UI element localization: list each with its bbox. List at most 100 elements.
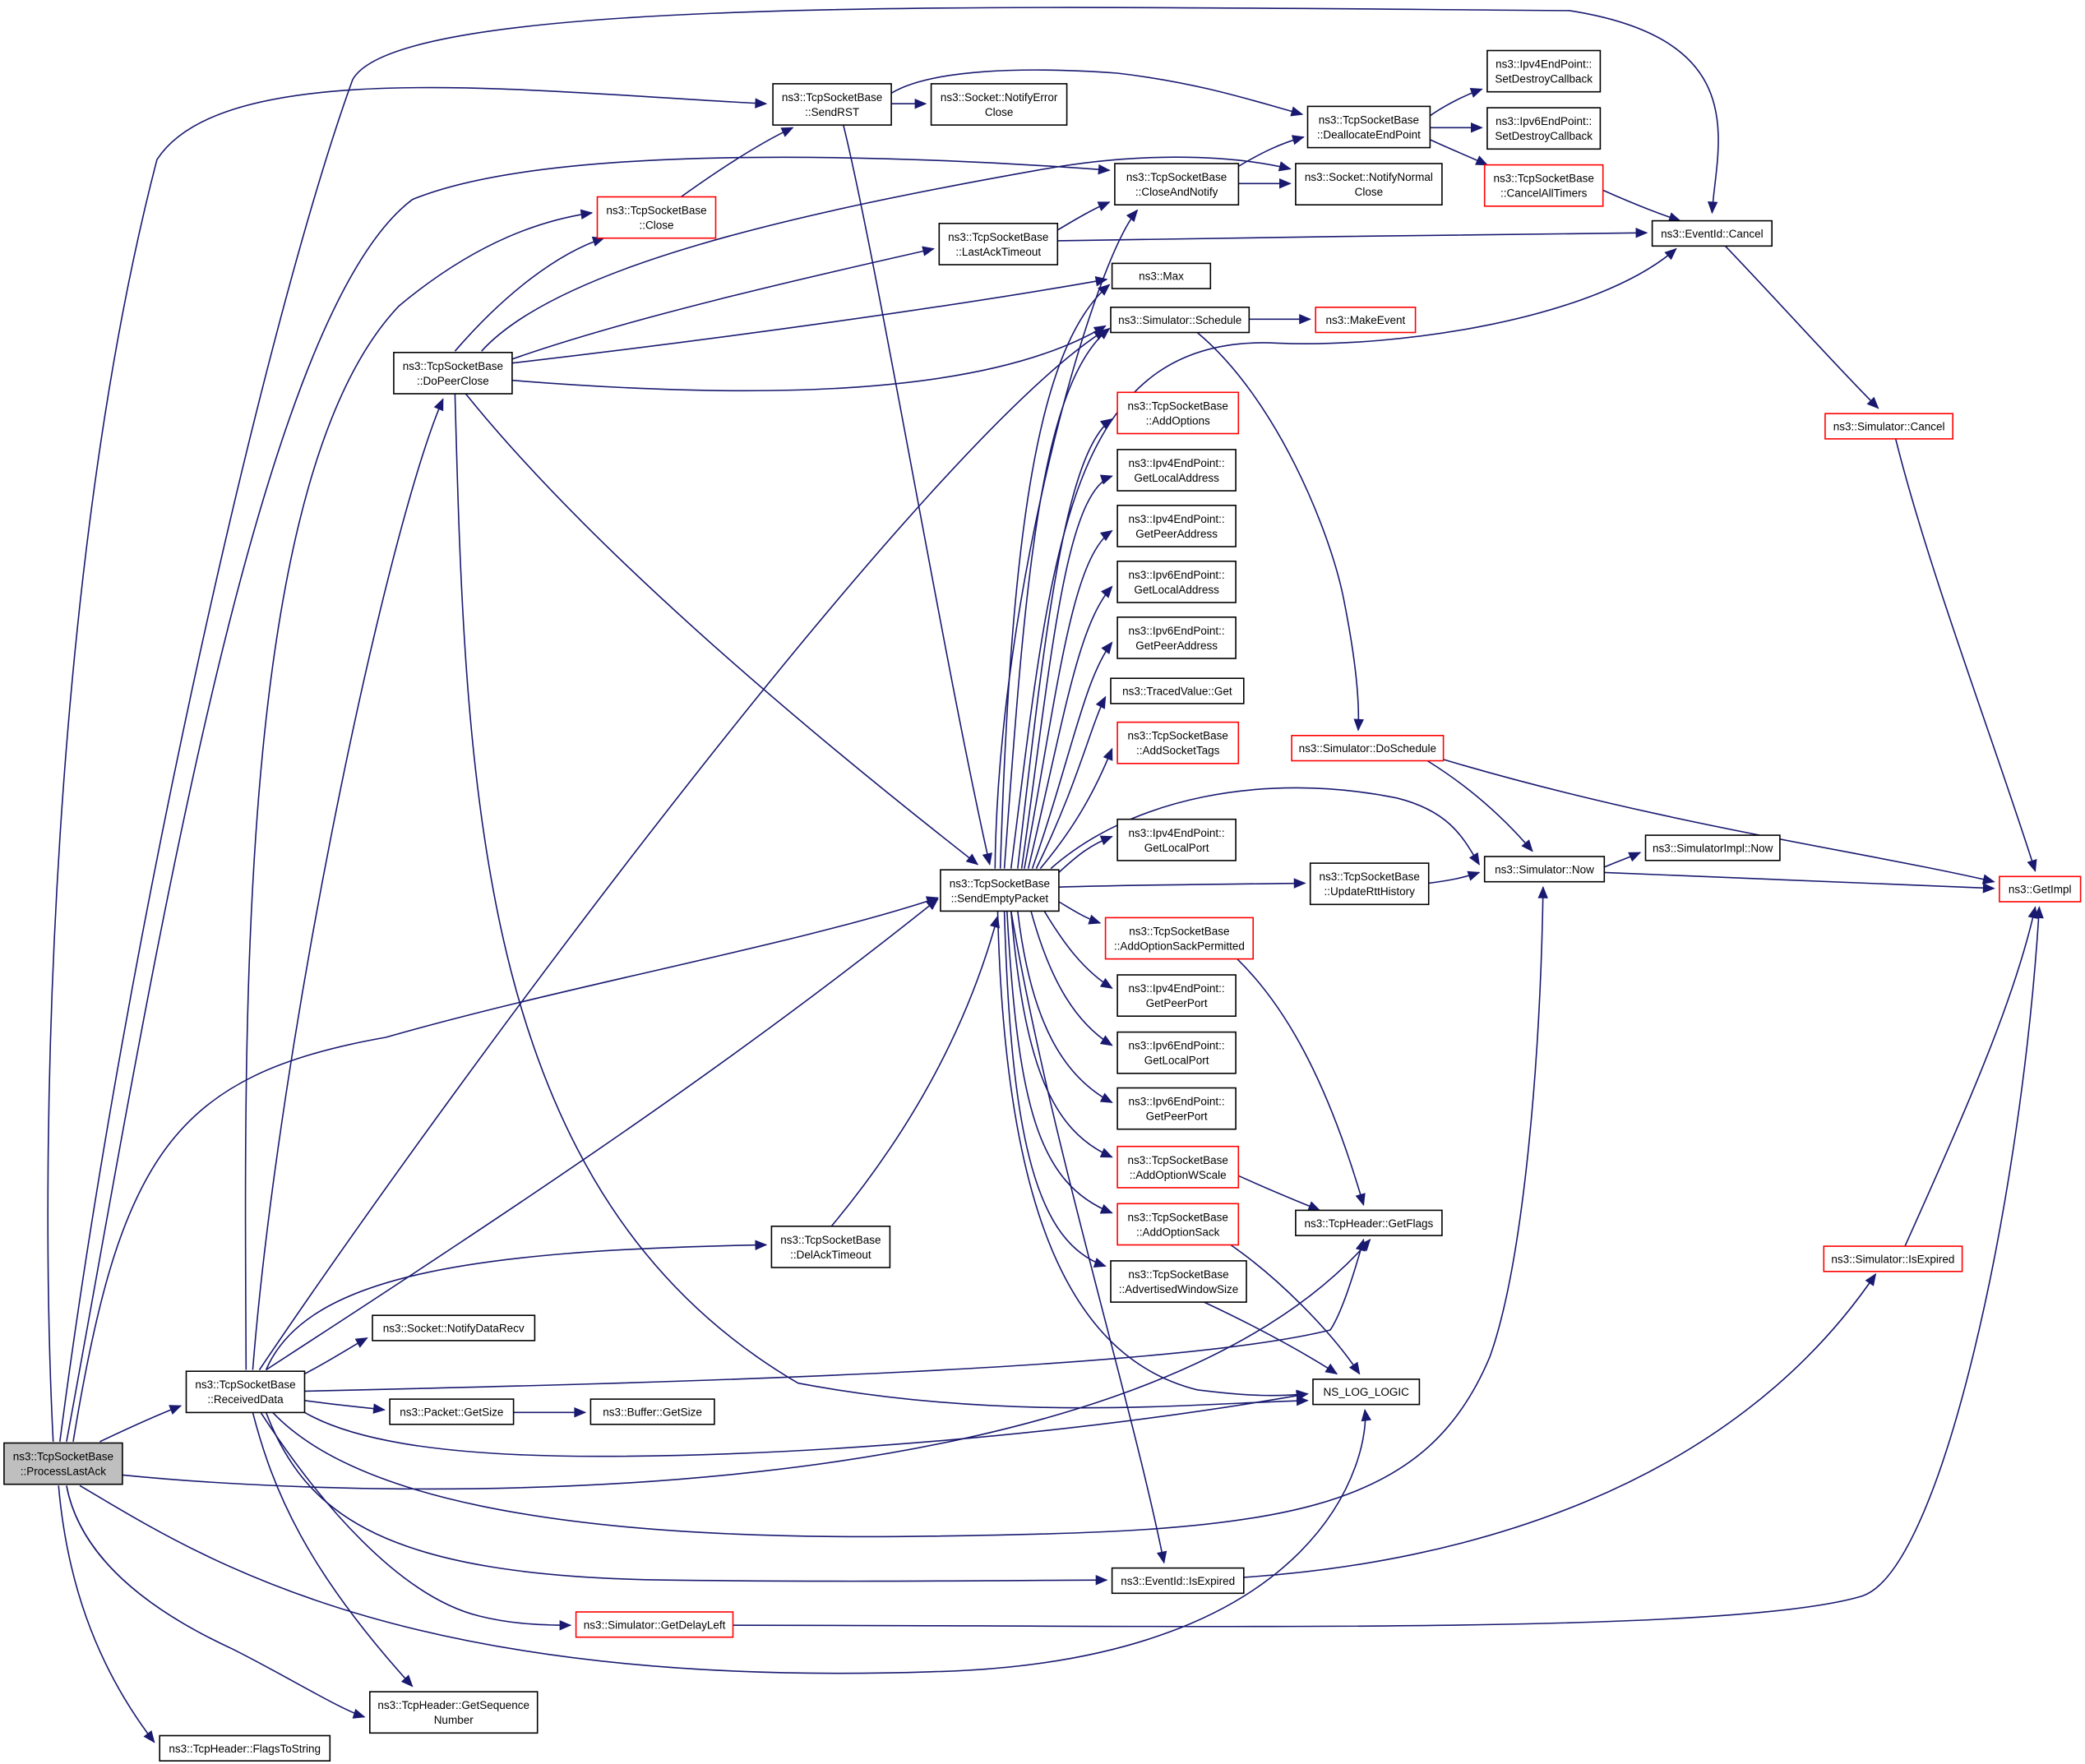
- edge-line: [511, 325, 1107, 392]
- edge-line: [1006, 911, 1112, 1214]
- node-add-option-sack-permitted[interactable]: ns3::TcpSocketBase::AddOptionSackPermitt…: [1104, 917, 1254, 960]
- edge-send_empty_packet-to-ipv4_get_local_port: [1058, 835, 1113, 873]
- edge-line: [244, 212, 593, 1370]
- node-del-ack-timeout[interactable]: ns3::TcpSocketBase::DelAckTimeout: [770, 1226, 891, 1268]
- edge-deallocate_endpoint-to-ipv6_set_destroy_cb: [1430, 122, 1483, 133]
- node-ipv4-get-peer-port[interactable]: ns3::Ipv4EndPoint::GetPeerPort: [1116, 974, 1237, 1018]
- node-send-rst[interactable]: ns3::TcpSocketBase::SendRST: [772, 83, 892, 126]
- node-ipv6-get-peer-address[interactable]: ns3::Ipv6EndPoint::GetPeerAddress: [1116, 616, 1237, 659]
- node-simulator-do-schedule[interactable]: ns3::Simulator::DoSchedule: [1291, 734, 1445, 762]
- node-ipv6-get-local-address[interactable]: ns3::Ipv6EndPoint::GetLocalAddress: [1116, 560, 1237, 603]
- node-cancel-all-timers[interactable]: ns3::TcpSocketBase::CancelAllTimers: [1483, 164, 1604, 207]
- node-packet-get-size[interactable]: ns3::Packet::GetSize: [389, 1398, 515, 1425]
- node-advertised-window-size[interactable]: ns3::TcpSocketBase::AdvertisedWindowSize: [1110, 1260, 1247, 1303]
- edge-line: [843, 124, 991, 865]
- node-box: [1295, 1209, 1443, 1236]
- node-ipv6-set-destroy-cb[interactable]: ns3::Ipv6EndPoint::SetDestroyCallback: [1486, 107, 1602, 150]
- node-box: [393, 351, 513, 395]
- node-box: [1110, 306, 1251, 334]
- node-received-data[interactable]: ns3::TcpSocketBase::ReceivedData: [185, 1370, 306, 1414]
- node-eventid-cancel[interactable]: ns3::EventId::Cancel: [1651, 219, 1773, 247]
- node-ipv6-get-local-port[interactable]: ns3::Ipv6EndPoint::GetLocalPort: [1116, 1031, 1237, 1074]
- edge-line: [1238, 1175, 1320, 1212]
- node-box: [389, 1398, 515, 1425]
- edge-line: [99, 1405, 182, 1443]
- node-make-event[interactable]: ns3::MakeEvent: [1315, 306, 1417, 334]
- edge-arrowhead: [580, 209, 594, 220]
- node-label: ns3::EventId::Cancel: [1661, 228, 1764, 240]
- node-simulator-schedule[interactable]: ns3::Simulator::Schedule: [1110, 306, 1251, 334]
- node-eventid-is-expired[interactable]: ns3::EventId::IsExpired: [1111, 1567, 1245, 1595]
- node-box: [940, 869, 1060, 912]
- node-add-options[interactable]: ns3::TcpSocketBase::AddOptions: [1116, 391, 1240, 435]
- node-update-rtt-history[interactable]: ns3::TcpSocketBase::UpdateRttHistory: [1309, 862, 1430, 906]
- edge-line: [1724, 245, 1879, 409]
- node-label: ns3::Ipv4EndPoint::: [1129, 827, 1225, 839]
- node-ipv4-set-destroy-cb[interactable]: ns3::Ipv4EndPoint::SetDestroyCallback: [1486, 49, 1602, 93]
- edge-close_and_notify-to-deallocate_endpoint: [1237, 135, 1305, 167]
- node-ipv6-get-peer-port[interactable]: ns3::Ipv6EndPoint::GetPeerPort: [1116, 1087, 1237, 1130]
- node-traced-value-get[interactable]: ns3::TracedValue::Get: [1110, 677, 1245, 704]
- node-do-peer-close[interactable]: ns3::TcpSocketBase::DoPeerClose: [393, 351, 513, 395]
- node-ipv4-get-local-port[interactable]: ns3::Ipv4EndPoint::GetLocalPort: [1116, 818, 1237, 861]
- edge-simulator_cancel-to-get_impl: [1894, 438, 2037, 873]
- node-close-and-notify[interactable]: ns3::TcpSocketBase::CloseAndNotify: [1114, 163, 1240, 206]
- node-label: ns3::TcpSocketBase: [1128, 730, 1228, 742]
- node-label: ns3::Ipv4EndPoint::: [1129, 513, 1225, 525]
- node-buffer-get-size[interactable]: ns3::Buffer::GetSize: [589, 1398, 715, 1425]
- edge-arrowhead: [1095, 1574, 1108, 1586]
- node-last-ack-timeout[interactable]: ns3::TcpSocketBase::LastAckTimeout: [938, 222, 1059, 266]
- edge-do_peer_close-to-last_ack_timeout: [511, 246, 936, 360]
- edge-arrowhead: [1099, 835, 1113, 846]
- node-label: ns3::GetImpl: [2009, 884, 2072, 896]
- edge-line: [511, 279, 1107, 364]
- edge-add_option_sack-to-ns_log_logic: [1230, 1244, 1361, 1375]
- edge-add_option_sack_permitted-to-tcp_header_get_flags: [1237, 958, 1366, 1207]
- node-box: [1104, 917, 1254, 960]
- node-get-impl[interactable]: ns3::GetImpl: [1999, 875, 2082, 903]
- node-add-socket-tags[interactable]: ns3::TcpSocketBase::AddSocketTags: [1116, 721, 1240, 764]
- edge-line: [454, 393, 1308, 1409]
- edge-send_empty_packet-to-update_rtt_history: [1058, 878, 1306, 889]
- node-tcp-header-get-flags[interactable]: ns3::TcpHeader::GetFlags: [1295, 1209, 1443, 1236]
- node-label: ns3::TcpSocketBase: [1128, 1268, 1228, 1281]
- edge-line: [1027, 585, 1113, 869]
- node-label: GetPeerPort: [1146, 1111, 1208, 1123]
- node-simulator-impl-now[interactable]: ns3::SimulatorImpl::Now: [1644, 834, 1781, 861]
- node-add-option-wscale[interactable]: ns3::TcpSocketBase::AddOptionWScale: [1116, 1145, 1240, 1189]
- edge-send_empty_packet-to-ipv4_get_local_address: [1020, 474, 1113, 869]
- edge-line: [304, 1239, 1365, 1392]
- node-ipv4-get-peer-address[interactable]: ns3::Ipv4EndPoint::GetPeerAddress: [1116, 504, 1237, 547]
- edge-simulator_schedule-to-simulator_do_schedule: [1196, 331, 1364, 732]
- node-label: ::AddOptions: [1146, 414, 1210, 427]
- edge-line: [1035, 696, 1107, 869]
- node-max[interactable]: ns3::Max: [1111, 262, 1212, 289]
- edge-send_empty_packet-to-add_option_sack: [1006, 911, 1113, 1214]
- node-simulator-get-delay-left[interactable]: ns3::Simulator::GetDelayLeft: [575, 1611, 734, 1638]
- node-add-option-sack[interactable]: ns3::TcpSocketBase::AddOptionSack: [1116, 1203, 1240, 1246]
- node-notify-data-recv[interactable]: ns3::Socket::NotifyDataRecv: [372, 1314, 536, 1341]
- edge-advertised_window_size-to-ns_log_logic: [1203, 1301, 1338, 1375]
- node-box: [1312, 1378, 1421, 1406]
- node-box: [1824, 413, 1953, 440]
- node-deallocate-endpoint[interactable]: ns3::TcpSocketBase::DeallocateEndPoint: [1306, 105, 1431, 149]
- edge-line: [304, 1400, 385, 1411]
- edge-process_last_ack-to-eventid_cancel: [59, 7, 1719, 1443]
- node-ns-log-logic[interactable]: NS_LOG_LOGIC: [1312, 1378, 1421, 1406]
- node-simulator-cancel[interactable]: ns3::Simulator::Cancel: [1824, 413, 1953, 440]
- edge-send_empty_packet-to-add_socket_tags: [1039, 747, 1113, 870]
- node-box: [1306, 105, 1431, 149]
- node-simulator-is-expired[interactable]: ns3::Simulator::IsExpired: [1823, 1245, 1963, 1272]
- node-label: Close: [985, 106, 1014, 118]
- edge-simulator_now-to-simulator_impl_now: [1603, 852, 1642, 868]
- node-ipv4-get-local-address[interactable]: ns3::Ipv4EndPoint::GetLocalAddress: [1116, 449, 1237, 492]
- node-flags-to-string[interactable]: ns3::TcpHeader::FlagsToString: [159, 1734, 331, 1762]
- node-simulator-now[interactable]: ns3::Simulator::Now: [1483, 856, 1606, 883]
- node-close[interactable]: ns3::TcpSocketBase::Close: [596, 196, 717, 239]
- node-label: ns3::Socket::NotifyError: [941, 91, 1058, 104]
- node-send-empty-packet[interactable]: ns3::TcpSocketBase::SendEmptyPacket: [940, 869, 1060, 912]
- edge-arrowhead: [1307, 1201, 1321, 1212]
